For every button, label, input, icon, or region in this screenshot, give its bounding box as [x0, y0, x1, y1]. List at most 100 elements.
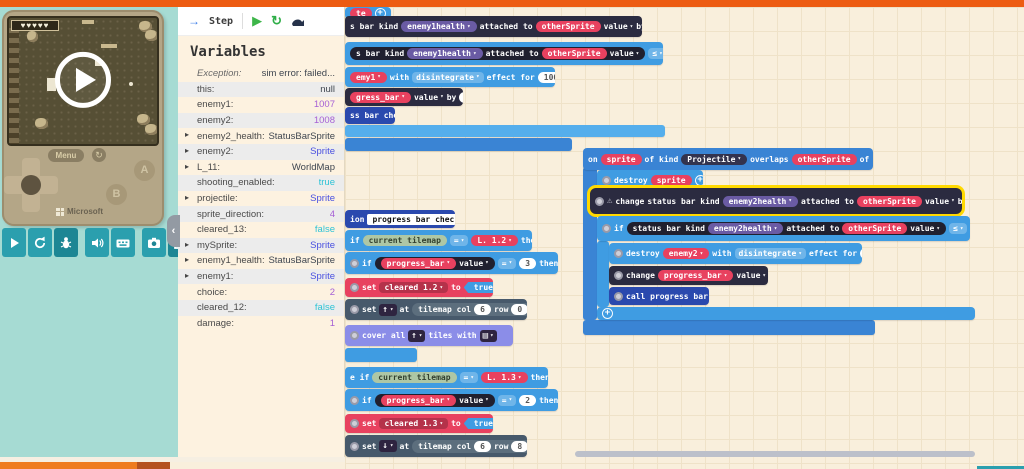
breakpoint-marker[interactable]: [350, 283, 359, 292]
breakpoint-marker[interactable]: [614, 249, 623, 258]
boolean-dropdown[interactable]: true▾: [463, 418, 493, 429]
function-name-input[interactable]: progress bar check: [367, 213, 455, 225]
number-input[interactable]: 100▾: [860, 248, 862, 259]
dropdown[interactable]: =▾: [459, 372, 478, 383]
breakpoint-marker[interactable]: [350, 395, 359, 405]
call-function-block-fragment[interactable]: ss bar check: [345, 107, 395, 124]
variable-pill-dropdown[interactable]: otherSprite: [541, 48, 607, 59]
play-button[interactable]: [2, 228, 26, 257]
value-dropdown[interactable]: value▾: [610, 49, 640, 58]
number-input[interactable]: 6: [474, 304, 491, 315]
dropdown[interactable]: =▾: [497, 257, 517, 269]
variable-row[interactable]: this:null: [178, 81, 344, 98]
dropdown[interactable]: disintegrate▾: [734, 248, 806, 259]
variable-row[interactable]: ▸enemy1:Sprite: [178, 268, 344, 285]
variable-dropdown[interactable]: cleared 1.3▾: [379, 418, 449, 429]
variable-row[interactable]: ▸enemy1_health:StatusBarSprite: [178, 253, 344, 269]
variable-row[interactable]: damage:1: [178, 316, 344, 332]
variable-pill-dropdown[interactable]: sprite: [650, 174, 692, 186]
breakpoint-marker[interactable]: [350, 419, 359, 428]
variable-row[interactable]: Exception:sim error: failed...: [178, 66, 344, 82]
variable-pill-dropdown[interactable]: otherSprite: [791, 153, 857, 165]
volume-button[interactable]: [85, 228, 109, 257]
number-input[interactable]: 100▾: [537, 71, 555, 83]
tile-image-dropdown[interactable]: ↑▾: [379, 303, 397, 316]
event-block-bottom-fragment[interactable]: [345, 138, 572, 151]
tile-image-dropdown[interactable]: ▤▾: [479, 329, 497, 342]
expand-arrow-icon[interactable]: ▸: [185, 239, 190, 249]
reporter-block[interactable]: progress_bar▾value▾: [374, 256, 495, 270]
number-input[interactable]: 8: [511, 440, 527, 452]
number-input[interactable]: 6: [474, 440, 491, 452]
screenshot-button[interactable]: [142, 228, 166, 257]
variable-pill-dropdown[interactable]: enemy1health▾: [407, 48, 483, 59]
variable-pill-dropdown[interactable]: progress_bar▾: [657, 270, 734, 281]
dropdown[interactable]: disintegrate▾: [412, 71, 484, 83]
event-block-bottom[interactable]: [583, 320, 875, 335]
button-a[interactable]: A: [134, 160, 155, 181]
breakpoint-marker[interactable]: [350, 331, 359, 340]
simulator-play-overlay-button[interactable]: [55, 51, 111, 108]
variable-pill-dropdown[interactable]: sprite: [600, 153, 642, 165]
variable-row[interactable]: enemy1:1007: [178, 97, 344, 113]
breakpoint-marker[interactable]: [614, 271, 623, 280]
plus-icon[interactable]: +: [694, 174, 703, 186]
expand-arrow-icon[interactable]: ▸: [185, 145, 190, 155]
expand-arrow-icon[interactable]: ▸: [185, 255, 190, 265]
value-dropdown[interactable]: value▾: [459, 259, 489, 268]
variable-pill-dropdown[interactable]: emy1▾: [350, 71, 387, 83]
breakpoint-marker[interactable]: [595, 196, 604, 206]
variable-pill-dropdown[interactable]: enemy2health▾: [722, 195, 798, 207]
breakpoint-marker[interactable]: [350, 305, 359, 314]
change-progressbar-block-fragment[interactable]: gress_bar▾value▾by1: [345, 88, 463, 106]
tile-image-dropdown[interactable]: ↓▾: [379, 440, 397, 452]
value-dropdown[interactable]: value▾: [910, 224, 940, 233]
plus-icon[interactable]: +: [602, 308, 613, 319]
variable-pill-dropdown[interactable]: otherSprite: [856, 195, 922, 207]
variable-pill-dropdown[interactable]: progress_bar▾: [380, 257, 457, 269]
step-button[interactable]: Step: [209, 15, 234, 27]
variable-pill-dropdown[interactable]: otherSprite: [842, 223, 908, 234]
breakpoint-marker[interactable]: [602, 224, 611, 233]
call-function-block[interactable]: call progress bar check: [609, 287, 709, 305]
expand-arrow-icon[interactable]: ▸: [185, 161, 190, 171]
boolean-dropdown[interactable]: true▾: [463, 282, 493, 293]
restart-icon[interactable]: ↻: [271, 13, 282, 28]
horizontal-scrollbar[interactable]: [575, 451, 975, 457]
reporter-block[interactable]: progress_bar▾value▾: [374, 393, 495, 407]
menu-button[interactable]: Menu: [48, 149, 84, 162]
number-input[interactable]: 2: [519, 394, 537, 406]
variable-pill-dropdown[interactable]: current tilemap: [372, 372, 457, 383]
debug-button[interactable]: [54, 228, 78, 257]
number-input[interactable]: 3: [519, 257, 537, 269]
variable-pill-dropdown[interactable]: L. 1.2▾: [471, 235, 518, 246]
variable-dropdown[interactable]: cleared 1.2▾: [379, 282, 449, 293]
variable-pill-dropdown[interactable]: enemy2▾: [662, 248, 710, 259]
variable-row[interactable]: ▸mySprite:Sprite: [178, 237, 344, 254]
expand-arrow-icon[interactable]: ▸: [185, 130, 190, 140]
breakpoint-marker[interactable]: [602, 175, 611, 185]
number-input[interactable]: 0: [511, 304, 527, 315]
tile-image-dropdown[interactable]: ↑▾: [408, 329, 426, 342]
variable-row[interactable]: enemy2:1008: [178, 112, 344, 129]
restart-mini-icon[interactable]: ↻: [92, 148, 106, 162]
continue-icon[interactable]: ▶: [252, 13, 263, 28]
value-dropdown[interactable]: value▾: [459, 396, 489, 405]
breakpoint-marker[interactable]: [350, 441, 359, 451]
dropdown[interactable]: ≤▾: [648, 48, 663, 59]
value-dropdown[interactable]: value▾: [736, 271, 766, 280]
variable-row[interactable]: ▸enemy2_health:StatusBarSprite: [178, 128, 344, 144]
variable-row[interactable]: ▸enemy2:Sprite: [178, 143, 344, 160]
variable-pill-dropdown[interactable]: gress_bar▾: [350, 91, 411, 103]
